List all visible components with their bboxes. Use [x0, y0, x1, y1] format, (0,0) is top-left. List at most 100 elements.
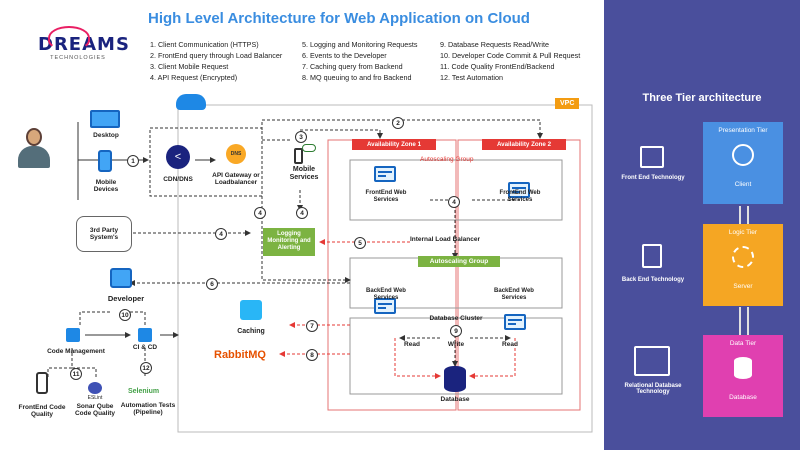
logic-tier-box: Logic Tier Server — [703, 224, 783, 306]
tier-caption: Server — [733, 283, 753, 290]
relational-db-icon — [634, 346, 670, 376]
step-12-marker: 12 — [140, 362, 152, 374]
three-tier-panel: Three Tier architecture Presentation Tie… — [604, 0, 800, 450]
read-left-label: Read — [404, 341, 420, 348]
backend-code-icon — [642, 244, 662, 268]
legend-item: 9. Database Requests Read/Write — [440, 40, 549, 49]
backend-services-2-label: BackEnd Web Services — [494, 288, 534, 301]
desktop-icon — [90, 110, 120, 128]
internal-load-balancer-label: Internal Load Balancer — [409, 236, 481, 243]
frontend-technology-label: Front End Technology — [621, 175, 685, 181]
step-1-marker: 1 — [127, 155, 139, 167]
tier-connector — [739, 206, 749, 224]
step-4-marker: 4 — [448, 196, 460, 208]
step-10-marker: 10 — [119, 309, 131, 321]
third-party-label: 3rd Party System's — [89, 226, 119, 241]
backend-technology-label: Back End Technology — [621, 277, 685, 283]
api-gateway-label: API Gateway or Loadbalancer — [212, 172, 260, 187]
dns-badge-icon: DNS — [226, 144, 246, 164]
mobile-cloud-icon — [302, 144, 316, 152]
database-cylinder-icon — [734, 357, 752, 379]
eslint-label: ESLint — [87, 395, 103, 401]
logging-monitoring-box: Logging Monitoring and Alerting — [263, 228, 315, 256]
database-cluster-label: Database Cluster — [429, 315, 483, 322]
availability-zone-1-tag: Availability Zone 1 — [352, 139, 436, 150]
legend-item: 10. Developer Code Commit & Pull Request — [440, 51, 581, 60]
tier-connector — [739, 307, 749, 335]
legend-item: 2. FrontEnd query through Load Balancer — [150, 51, 283, 60]
vpc-badge: VPC — [555, 98, 580, 109]
backend-server-icon — [504, 314, 526, 330]
cloud-icon — [176, 94, 206, 110]
autoscaling-group-2-tag: Autoscaling Group — [418, 256, 500, 267]
step-4-marker: 4 — [215, 228, 227, 240]
client-icon — [732, 144, 754, 166]
desktop-label: Desktop — [93, 132, 119, 139]
data-tier-box: Data Tier Database — [703, 335, 783, 417]
user-avatar-icon — [14, 128, 54, 178]
logo-sub-text: TECHNOLOGIES — [50, 55, 106, 61]
write-label: Write — [447, 341, 465, 348]
phone-icon — [36, 372, 48, 394]
sonar-label: Sonar Qube Code Quality — [74, 403, 116, 418]
autoscaling-group-1-label: Autoscaling Group — [420, 156, 474, 163]
three-tier-title: Three Tier architecture — [642, 92, 762, 104]
company-logo: DREAMS TECHNOLOGIES — [38, 26, 129, 61]
tier-caption: Client — [734, 181, 752, 188]
frontend-server-icon — [508, 182, 530, 198]
legend-item: 1. Client Communication (HTTPS) — [150, 40, 259, 49]
cloud-logo-shape — [48, 26, 90, 50]
legend-item: 6. Events to the Developer — [302, 51, 387, 60]
tier-name: Data Tier — [729, 340, 757, 347]
step-4-marker: 4 — [296, 207, 308, 219]
step-3-marker: 3 — [295, 131, 307, 143]
legend-item: 3. Client Mobile Request — [150, 62, 229, 71]
legend-column-2: 5. Logging and Monitoring Requests 6. Ev… — [302, 39, 417, 83]
tier-name: Logic Tier — [728, 229, 758, 236]
tier-name: Presentation Tier — [718, 127, 768, 134]
availability-zone-2-tag: Availability Zone 2 — [482, 139, 566, 150]
ci-cd-label: CI & CD — [132, 344, 158, 351]
legend-column-3: 9. Database Requests Read/Write 10. Deve… — [440, 39, 580, 83]
step-8-marker: 8 — [306, 349, 318, 361]
tier-caption: Database — [729, 394, 757, 401]
mobile-devices-label: Mobile Devices — [93, 179, 119, 194]
code-window-icon — [640, 146, 664, 168]
step-11-marker: 11 — [70, 368, 82, 380]
step-6-marker: 6 — [206, 278, 218, 290]
automation-tests-label: Automation Tests (Pipeline) — [120, 402, 176, 417]
third-party-system-box: 3rd Party System's — [76, 216, 132, 252]
vscode-icon — [66, 328, 80, 342]
frontend-code-quality-label: FrontEnd Code Quality — [18, 404, 66, 419]
legend-item: 7. Caching query from Backend — [302, 62, 403, 71]
presentation-tier-box: Presentation Tier Client — [703, 122, 783, 204]
legend-item: 11. Code Quality FrontEnd/Backend — [440, 62, 555, 71]
eslint-icon — [88, 382, 102, 394]
rabbitmq-logo: RabbitMQ — [214, 349, 266, 361]
database-icon — [444, 366, 466, 392]
step-9-marker: 9 — [450, 325, 462, 337]
legend-column-1: 1. Client Communication (HTTPS) 2. Front… — [150, 39, 282, 83]
step-5-marker: 5 — [354, 237, 366, 249]
cdn-label: CDN/DNS — [163, 176, 193, 183]
legend-item: 4. API Request (Encrypted) — [150, 73, 238, 82]
legend-item: 5. Logging and Monitoring Requests — [302, 40, 418, 49]
relational-db-technology-label: Relational Database Technology — [624, 383, 682, 395]
legend-item: 12. Test Automation — [440, 73, 503, 82]
mobile-services-icon — [294, 148, 303, 164]
page-title: High Level Architecture for Web Applicat… — [148, 10, 530, 27]
caching-icon — [240, 300, 262, 320]
database-label: Database — [440, 396, 470, 403]
backend-services-1-label: BackEnd Web Services — [366, 288, 406, 301]
caching-label: Caching — [237, 328, 265, 335]
code-management-label: Code Management — [47, 348, 105, 355]
gears-icon — [732, 246, 754, 268]
frontend-services-2-label: FrontEnd Web Services — [499, 190, 541, 203]
ci-cd-icon — [138, 328, 152, 342]
frontend-server-icon — [374, 166, 396, 182]
mobile-services-label: Mobile Services — [289, 166, 319, 181]
frontend-services-1-label: FrontEnd Web Services — [365, 190, 407, 203]
step-7-marker: 7 — [306, 320, 318, 332]
step-4-marker: 4 — [254, 207, 266, 219]
developer-label: Developer — [107, 294, 145, 303]
